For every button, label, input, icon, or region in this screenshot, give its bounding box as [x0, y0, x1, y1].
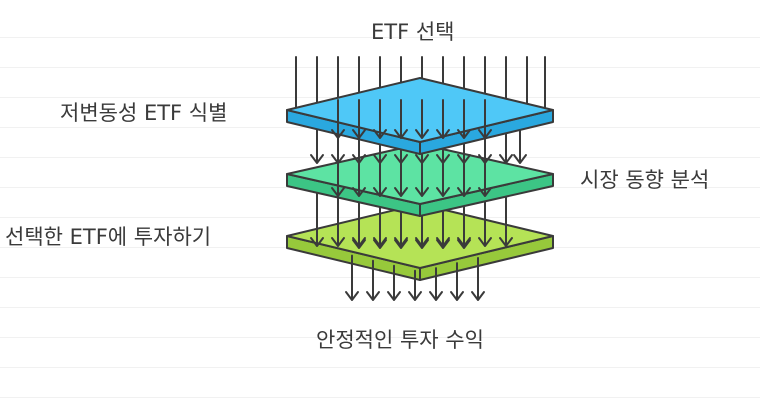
down-arrow-icon — [352, 221, 366, 249]
diagram-title: ETF 선택 — [371, 20, 455, 44]
down-arrow-icon — [429, 267, 443, 301]
outcome-label: 안정적인 투자 수익 — [316, 328, 484, 352]
down-arrow-icon — [366, 259, 380, 301]
grid-line — [0, 37, 760, 38]
down-arrow-icon — [331, 99, 345, 139]
down-arrow-icon — [373, 99, 387, 139]
down-arrow-icon — [457, 159, 471, 197]
down-arrow-icon — [394, 221, 408, 249]
down-arrow-icon — [457, 221, 471, 249]
down-arrow-icon — [394, 159, 408, 197]
down-arrow-icon — [436, 159, 450, 197]
layer-3 — [286, 203, 554, 281]
down-arrow-icon — [415, 159, 429, 197]
down-arrow-icon — [345, 254, 359, 301]
layer-label-2: 시장 동향 분석 — [580, 168, 710, 192]
down-arrow-icon — [352, 159, 366, 197]
down-arrow-icon — [478, 99, 492, 139]
down-arrow-icon — [352, 99, 366, 139]
down-arrow-icon — [387, 264, 401, 301]
down-arrow-icon — [415, 99, 429, 139]
down-arrow-icon — [394, 99, 408, 139]
down-arrow-icon — [408, 269, 422, 301]
down-arrow-icon — [457, 99, 471, 139]
down-arrow-icon — [450, 262, 464, 301]
grid-line — [0, 307, 760, 308]
layer-label-1: 저변동성 ETF 식별 — [60, 101, 228, 125]
down-arrow-icon — [436, 221, 450, 249]
down-arrow-icon — [436, 99, 450, 139]
down-arrow-icon — [331, 159, 345, 197]
grid-line — [0, 337, 760, 338]
layer-1 — [286, 77, 554, 155]
grid-line — [0, 367, 760, 368]
layer-label-3: 선택한 ETF에 투자하기 — [5, 225, 212, 249]
down-arrow-icon — [415, 221, 429, 249]
grid-line — [0, 397, 760, 398]
down-arrow-icon — [373, 159, 387, 197]
grid-line — [0, 277, 760, 278]
down-arrow-icon — [478, 159, 492, 197]
down-arrow-icon — [373, 221, 387, 249]
down-arrow-icon — [471, 257, 485, 301]
